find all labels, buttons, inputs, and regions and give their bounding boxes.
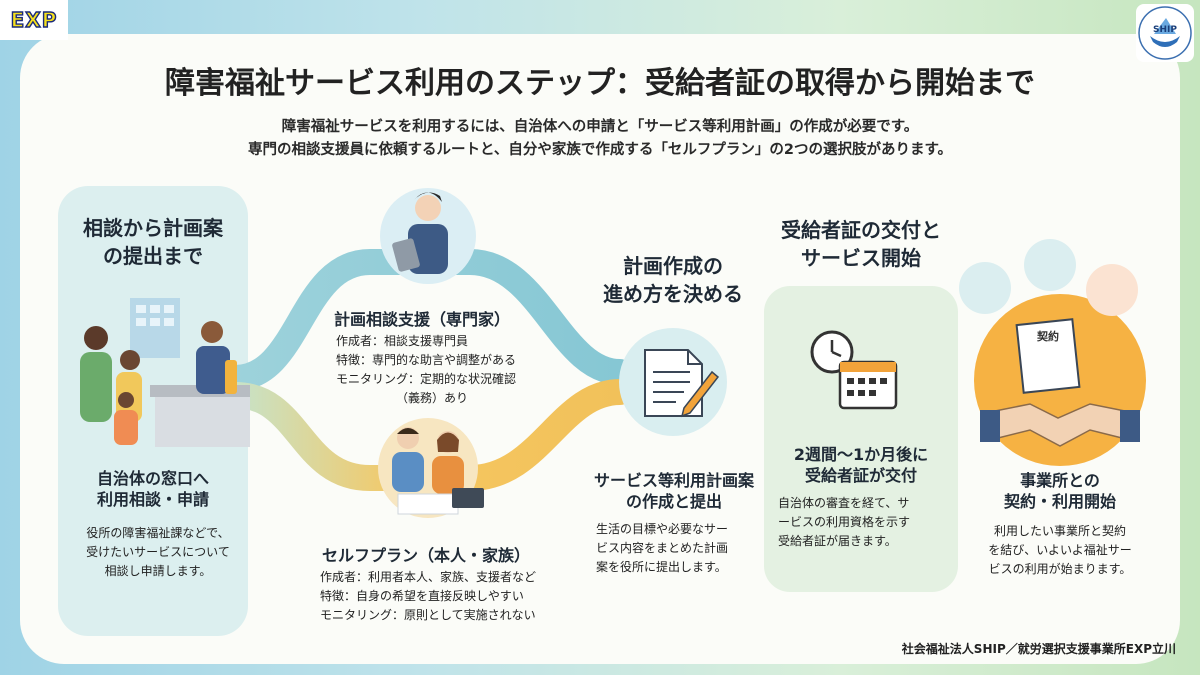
step-body-line: ービスの利用資格を示す (778, 515, 911, 529)
step-body-line: 受給者証が届きます。 (778, 534, 897, 548)
self-route-line: モニタリング：原則として実施されない (320, 608, 536, 622)
subtitle-line: 障害福祉サービスを利用するには、自治体への申請と「サービス等利用計画」の作成が必… (281, 119, 919, 135)
step-plan-body: 生活の目標や必要なサー ビス内容をまとめた計画 案を役所に提出します。 (596, 520, 756, 577)
expert-route-title: 計画相談支援（専門家） (334, 310, 511, 329)
step-body-line: 生活の目標や必要なサー (596, 522, 729, 536)
expert-illustration (380, 188, 476, 284)
stage-heading-line: 相談から計画案 (83, 216, 223, 240)
step-plan-title: サービス等利用計画案 の作成と提出 (584, 470, 764, 512)
ship-logo-text: SHIP (1153, 25, 1177, 35)
step-window-body: 役所の障害福祉課などで、 受けたいサービスについて 相談し申請します。 (70, 524, 246, 581)
step-body-line: ビス内容をまとめた計画 (596, 541, 729, 555)
step-contract-title: 事業所との 契約・利用開始 (968, 470, 1152, 512)
expert-route-details: 作成者：相談支援専門員 特徴：専門的な助言や調整がある モニタリング：定期的な状… (336, 332, 516, 408)
step-title-line: 受給者証が交付 (804, 466, 917, 485)
ship-logo: SHIP (1136, 4, 1194, 62)
clock-calendar-illustration (810, 330, 898, 410)
selfplan-illustration (378, 418, 484, 518)
step-body-line: 自治体の審査を経て、サ (778, 496, 910, 510)
step-title-line: 事業所との (1020, 471, 1100, 490)
contract-doc-label: 契約 (1036, 329, 1059, 343)
step-certificate-title: 2週間〜1か月後に 受給者証が交付 (764, 444, 958, 486)
self-route-line: 特徴：自身の希望を直接反映しやすい (320, 589, 524, 603)
step-body-line: 役所の障害福祉課などで、 (86, 526, 230, 540)
step-window-title: 自治体の窓口へ 利用相談・申請 (58, 468, 248, 510)
ship-logo-mark: SHIP (1138, 6, 1192, 60)
step-certificate-body: 自治体の審査を経て、サ ービスの利用資格を示す 受給者証が届きます。 (778, 494, 948, 551)
expert-route-line: （義務）あり (396, 391, 469, 405)
stage-heading-line: の提出まで (103, 244, 203, 268)
expert-route-line: 作成者：相談支援専門員 (336, 334, 469, 348)
step-body-line: 相談し申請します。 (104, 564, 212, 578)
step-body-line: 案を役所に提出します。 (596, 560, 727, 574)
credit-line: 社会福祉法人SHIP／就労選択支援事業所EXP立川 (901, 642, 1176, 656)
contract-illustration: 契約 (959, 239, 1146, 466)
certificate-panel (764, 286, 958, 592)
step-title-line: 自治体の窓口へ (96, 469, 209, 488)
step-body-line: 利用したい事業所と契約 (993, 524, 1126, 538)
expert-route-line: モニタリング：定期的な状況確認 (336, 372, 517, 386)
step-title-line: 利用相談・申請 (96, 490, 209, 509)
step-body-line: を結び、いよいよ福祉サー (988, 543, 1132, 557)
stage-heading-line: 受給者証の交付と (781, 218, 941, 242)
stage-heading-line: 計画作成の (623, 254, 723, 278)
self-route-title: セルフプラン（本人・家族） (322, 546, 531, 565)
office-illustration (80, 298, 250, 447)
subtitle-line: 専門の相談支援員に依頼するルートと、自分や家族で作成する「セルフプラン」の2つの… (247, 142, 953, 158)
exp-logo: EXP (0, 0, 68, 40)
step-title-line: の作成と提出 (625, 492, 722, 511)
stage-heading-line: サービス開始 (801, 246, 921, 270)
expert-route-line: 特徴：専門的な助言や調整がある (336, 353, 517, 367)
step-body-line: ビスの利用が始まります。 (988, 562, 1132, 576)
page-subtitle: 障害福祉サービスを利用するには、自治体への申請と「サービス等利用計画」の作成が必… (0, 116, 1200, 162)
stage-heading-consult: 相談から計画案 の提出まで (58, 214, 248, 270)
stage-heading-issue: 受給者証の交付と サービス開始 (756, 216, 966, 272)
page-title: 障害福祉サービス利用のステップ：受給者証の取得から開始まで (165, 66, 1035, 101)
stage-heading-line: 進め方を決める (603, 282, 743, 306)
document-illustration (619, 328, 727, 436)
step-title-line: 契約・利用開始 (1003, 492, 1116, 511)
self-route-details: 作成者：利用者本人、家族、支援者など 特徴：自身の希望を直接反映しやすい モニタ… (320, 568, 536, 625)
step-body-line: 受けたいサービスについて (86, 545, 230, 559)
self-route-line: 作成者：利用者本人、家族、支援者など (320, 570, 537, 584)
stage-heading-decide: 計画作成の 進め方を決める (580, 252, 766, 308)
step-contract-body: 利用したい事業所と契約 を結び、いよいよ福祉サー ビスの利用が始まります。 (968, 522, 1152, 579)
step-title-line: サービス等利用計画案 (593, 471, 754, 490)
step-title-line: 2週間〜1か月後に (793, 445, 929, 464)
